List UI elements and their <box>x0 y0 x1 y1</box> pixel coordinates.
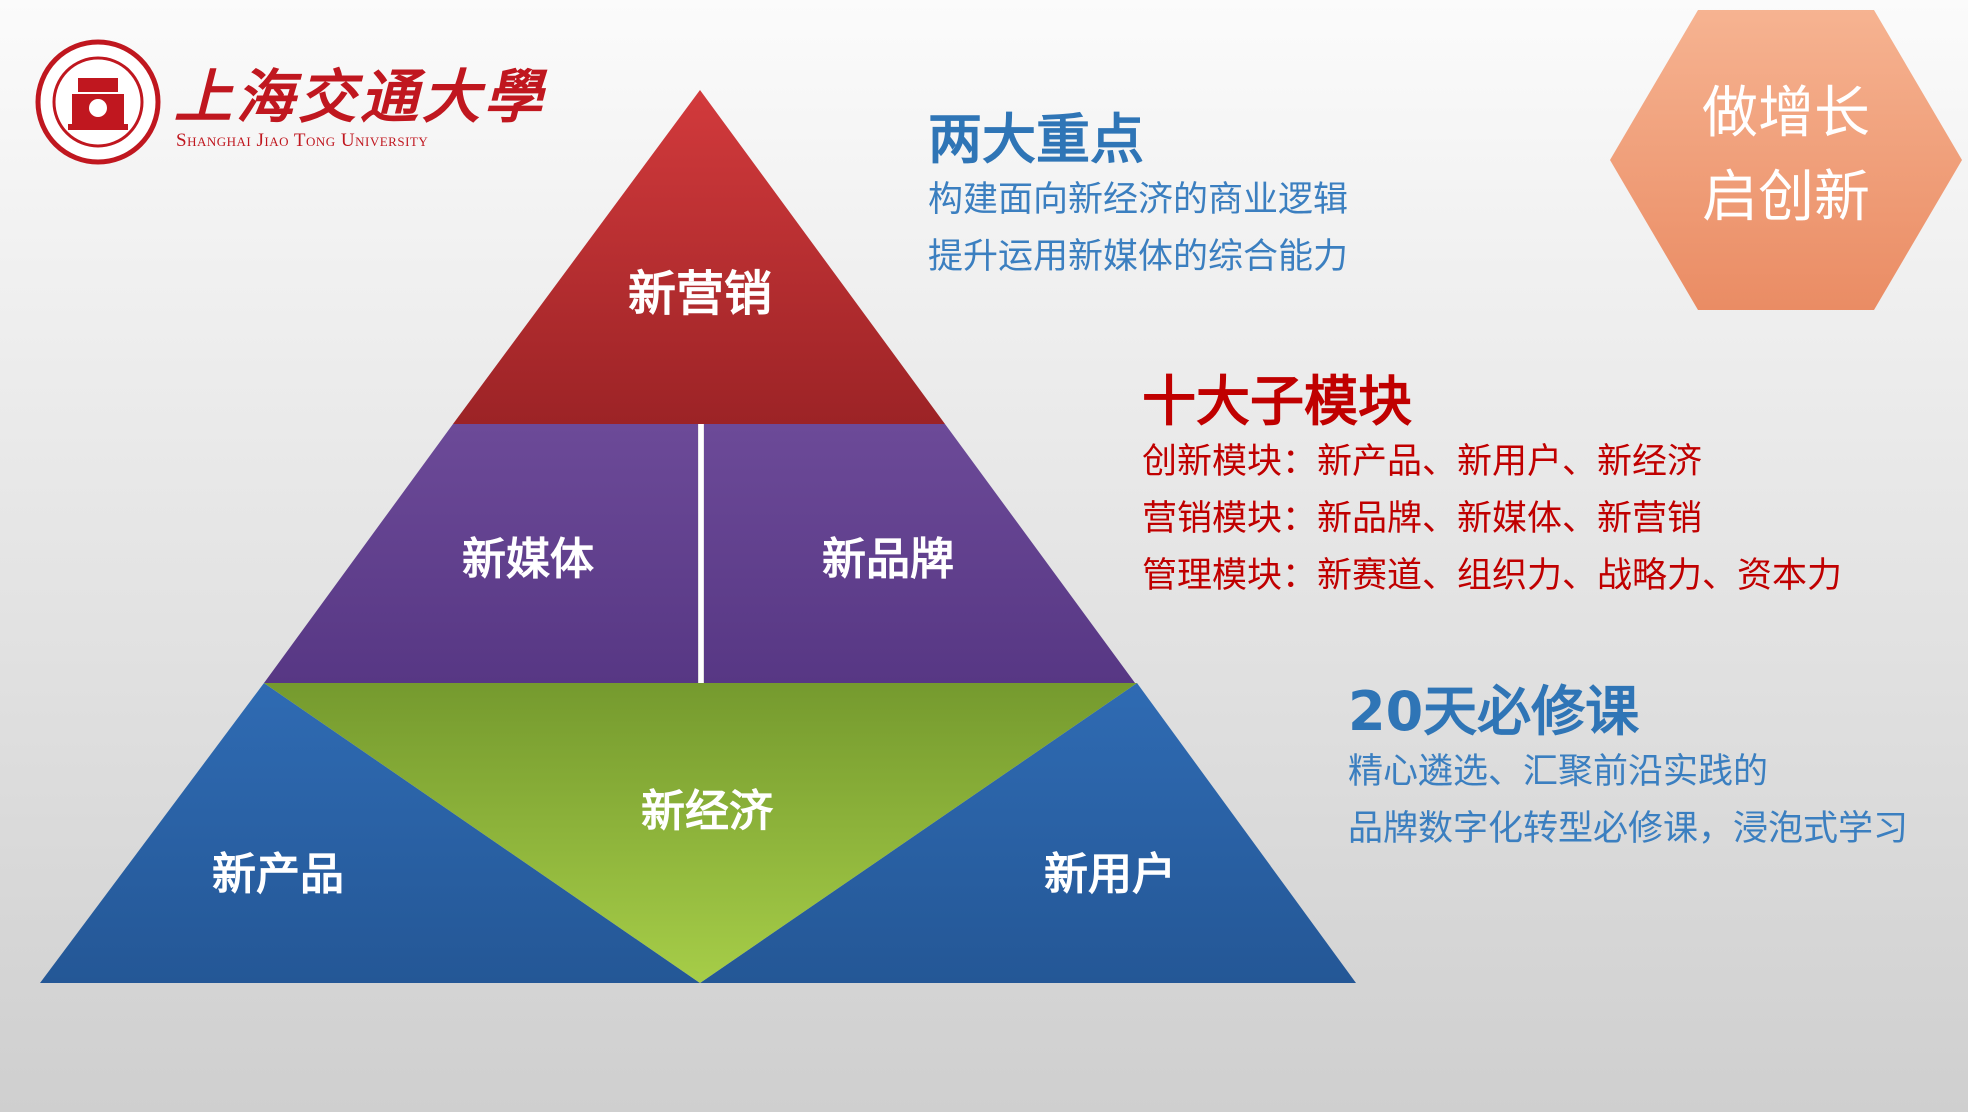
label-bottom-right: 新用户 <box>1044 849 1176 900</box>
label-middle-right: 新品牌 <box>822 534 954 585</box>
section-line: 创新模块：新产品、新用户、新经济 <box>1142 442 1703 482</box>
section-title: 十大子模块 <box>1142 370 1412 433</box>
hexagon-shape <box>1610 10 1962 310</box>
section-line: 精心遴选、汇聚前沿实践的 <box>1348 752 1769 792</box>
section-sub-modules: 十大子模块 创新模块：新产品、新用户、新经济 营销模块：新品牌、新媒体、新营销 … <box>1142 370 1842 605</box>
pyramid-middle-left-segment <box>264 424 698 683</box>
university-seal-icon <box>35 39 161 165</box>
hexagon-line-2: 启创新 <box>1702 165 1870 230</box>
pyramid-middle-right-segment <box>704 424 1135 683</box>
section-line: 构建面向新经济的商业逻辑 <box>928 180 1349 220</box>
logo-english-name: Shanghai Jiao Tong University <box>176 130 429 151</box>
pyramid-bottom-center-segment <box>264 683 1137 983</box>
pyramid-bottom-left-segment <box>40 683 700 983</box>
section-key-points: 两大重点 构建面向新经济的商业逻辑 提升运用新媒体的综合能力 <box>928 108 1348 286</box>
hexagon-text: 做增长 启创新 <box>1610 72 1962 240</box>
section-title: 两大重点 <box>928 108 1144 171</box>
logo-chinese-name: 上海交通大學 <box>174 63 547 131</box>
pyramid-top-segment <box>453 90 945 424</box>
hexagon-line-1: 做增长 <box>1702 81 1870 146</box>
university-logo: 上海交通大學 Shanghai Jiao Tong University <box>34 38 542 168</box>
section-line: 品牌数字化转型必修课，浸泡式学习 <box>1348 809 1909 849</box>
label-top: 新营销 <box>628 266 772 322</box>
label-middle-left: 新媒体 <box>462 534 594 585</box>
label-bottom-left: 新产品 <box>212 849 344 900</box>
pyramid-bottom-right-segment <box>700 683 1356 983</box>
section-line: 营销模块：新品牌、新媒体、新营销 <box>1142 499 1703 539</box>
section-title: 20天必修课 <box>1348 680 1640 743</box>
section-line: 提升运用新媒体的综合能力 <box>928 237 1349 277</box>
section-line: 管理模块：新赛道、组织力、战略力、资本力 <box>1142 556 1843 596</box>
hexagon-badge: 做增长 启创新 <box>1610 10 1962 310</box>
section-required-courses: 20天必修课 精心遴选、汇聚前沿实践的 品牌数字化转型必修课，浸泡式学习 <box>1348 680 1908 858</box>
label-bottom-center: 新经济 <box>641 786 774 837</box>
